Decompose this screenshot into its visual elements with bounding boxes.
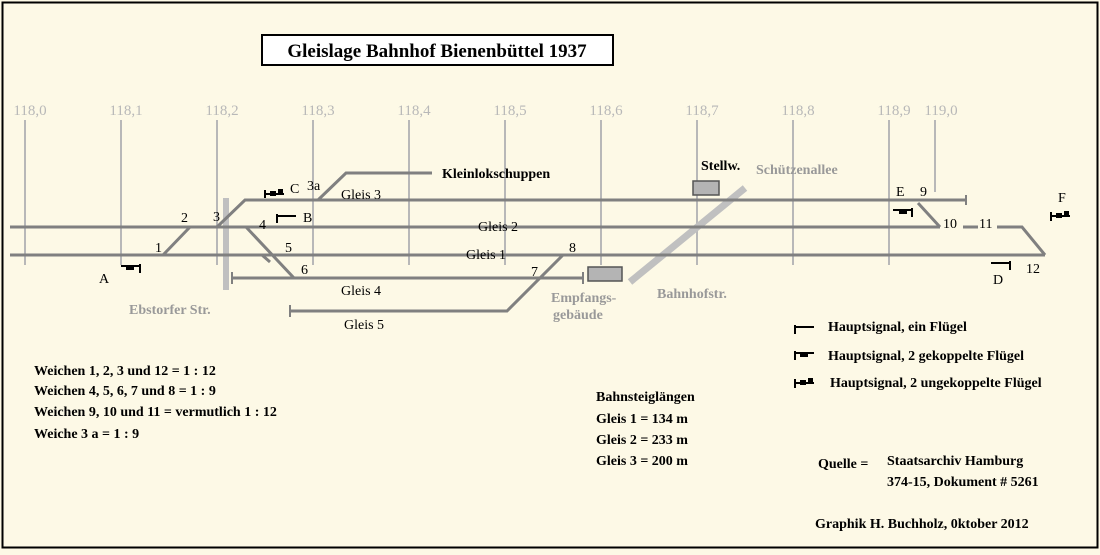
- switch-number: 10: [943, 217, 957, 232]
- empfangsgebaeude-building: [587, 266, 623, 282]
- km-label: 118,9: [877, 103, 910, 119]
- legend-label: Hauptsignal, ein Flügel: [828, 320, 967, 335]
- track-switch-5: [261, 253, 271, 264]
- legend-two-coupled-icon: [794, 351, 814, 360]
- switch-number: 6: [301, 263, 308, 278]
- platform-lengths: Bahnsteiglängen Gleis 1 = 134 m Gleis 2 …: [596, 390, 695, 469]
- track-kleinlokschuppen: [316, 171, 432, 202]
- signal-b-icon: [276, 214, 296, 223]
- km-label: 118,3: [301, 103, 334, 119]
- label-gleis-2: Gleis 2: [478, 220, 518, 235]
- source-line-1: Staatsarchiv Hamburg: [887, 454, 1023, 469]
- signal-f-icon: [1050, 211, 1070, 221]
- signal-label: F: [1058, 191, 1066, 206]
- signal-label: D: [993, 273, 1003, 288]
- bahnhofstr-road: [627, 185, 748, 285]
- km-label: 118,0: [13, 103, 46, 119]
- page-title: Gleislage Bahnhof Bienenbüttel 1937: [287, 41, 587, 62]
- source-label: Quelle =: [818, 457, 868, 472]
- weichen-note: Weiche 3 a = 1 : 9: [34, 427, 139, 442]
- switch-numbers: 1 2 3 3a 4 5 6 7 8 9 10 11 12: [155, 179, 1040, 280]
- track-switch-9-10: [916, 201, 942, 229]
- signal-label: E: [896, 185, 905, 200]
- track-gleis-5: [290, 253, 565, 313]
- km-labels: 118,0 118,1 118,2 118,3 118,4 118,5 118,…: [13, 103, 957, 119]
- label-stellwerk: Stellw.: [701, 159, 740, 174]
- label-bahnhofstr: Bahnhofstr.: [657, 287, 727, 302]
- km-label: 118,6: [589, 103, 623, 119]
- switch-number: 8: [569, 241, 576, 256]
- credit: Graphik H. Buchholz, 0ktober 2012: [815, 517, 1029, 532]
- weichen-notes: Weichen 1, 2, 3 und 12 = 1 : 12 Weichen …: [34, 364, 277, 442]
- legend-label: Hauptsignal, 2 gekoppelte Flügel: [828, 349, 1024, 364]
- platform-item: Gleis 1 = 134 m: [596, 412, 688, 427]
- switch-number: 5: [285, 241, 292, 256]
- platform-heading: Bahnsteiglängen: [596, 390, 695, 405]
- switch-number: 4: [259, 218, 266, 233]
- km-ticks: [24, 120, 936, 265]
- km-label: 118,1: [109, 103, 142, 119]
- legend-two-uncoupled-icon: [794, 378, 814, 388]
- label-empfangs: Empfangs-: [551, 291, 617, 306]
- source-line-2: 374-15, Dokument # 5261: [887, 475, 1039, 490]
- label-gleis-5: Gleis 5: [344, 318, 384, 333]
- label-schuetzenallee: Schützenallee: [756, 163, 838, 178]
- switch-number: 1: [155, 241, 162, 256]
- signal-a-icon: [121, 264, 141, 273]
- label-ebstorfer-str: Ebstorfer Str.: [129, 303, 211, 318]
- signal-label: C: [290, 182, 299, 197]
- weichen-note: Weichen 4, 5, 6, 7 und 8 = 1 : 9: [34, 384, 216, 399]
- stellwerk-building: [692, 180, 720, 196]
- km-label: 118,5: [493, 103, 526, 119]
- switch-number: 7: [531, 265, 538, 280]
- tracks: [10, 171, 1047, 317]
- legend-label: Hauptsignal, 2 ungekoppelte Flügel: [830, 376, 1042, 391]
- track-switch-12: [997, 225, 1047, 256]
- title-box: [261, 34, 614, 66]
- signal-label: B: [303, 211, 312, 226]
- legend: Hauptsignal, ein Flügel Hauptsignal, 2 g…: [794, 320, 1042, 391]
- switch-number: 2: [181, 211, 188, 226]
- signal-c-icon: [264, 189, 284, 198]
- switch-number: 9: [920, 185, 927, 200]
- switch-number: 3a: [307, 179, 321, 194]
- signal-d-icon: [991, 261, 1011, 270]
- label-gleis-3: Gleis 3: [341, 188, 381, 203]
- km-label: 118,2: [205, 103, 238, 119]
- km-label: 118,4: [397, 103, 431, 119]
- switch-number: 3: [213, 210, 220, 225]
- platform-item: Gleis 3 = 200 m: [596, 454, 688, 469]
- legend-one-wing-icon: [794, 325, 814, 334]
- label-kleinlokschuppen: Kleinlokschuppen: [442, 167, 550, 182]
- km-label: 118,8: [781, 103, 814, 119]
- track-switch-1: [161, 225, 192, 257]
- switch-number: 11: [979, 217, 992, 232]
- weichen-note: Weichen 9, 10 und 11 = vermutlich 1 : 12: [34, 405, 277, 420]
- signal-e-icon: [893, 208, 913, 217]
- signals: A C B E D: [99, 182, 1070, 288]
- km-label: 118,7: [685, 103, 719, 119]
- label-gebaeude: gebäude: [553, 308, 603, 323]
- km-label: 119,0: [924, 103, 957, 119]
- platform-item: Gleis 2 = 233 m: [596, 433, 688, 448]
- switch-number: 12: [1026, 262, 1040, 277]
- track-gleis-3: [215, 198, 966, 229]
- label-gleis-4: Gleis 4: [341, 284, 381, 299]
- weichen-note: Weichen 1, 2, 3 und 12 = 1 : 12: [34, 364, 216, 379]
- signal-label: A: [99, 272, 110, 287]
- label-gleis-1: Gleis 1: [466, 248, 506, 263]
